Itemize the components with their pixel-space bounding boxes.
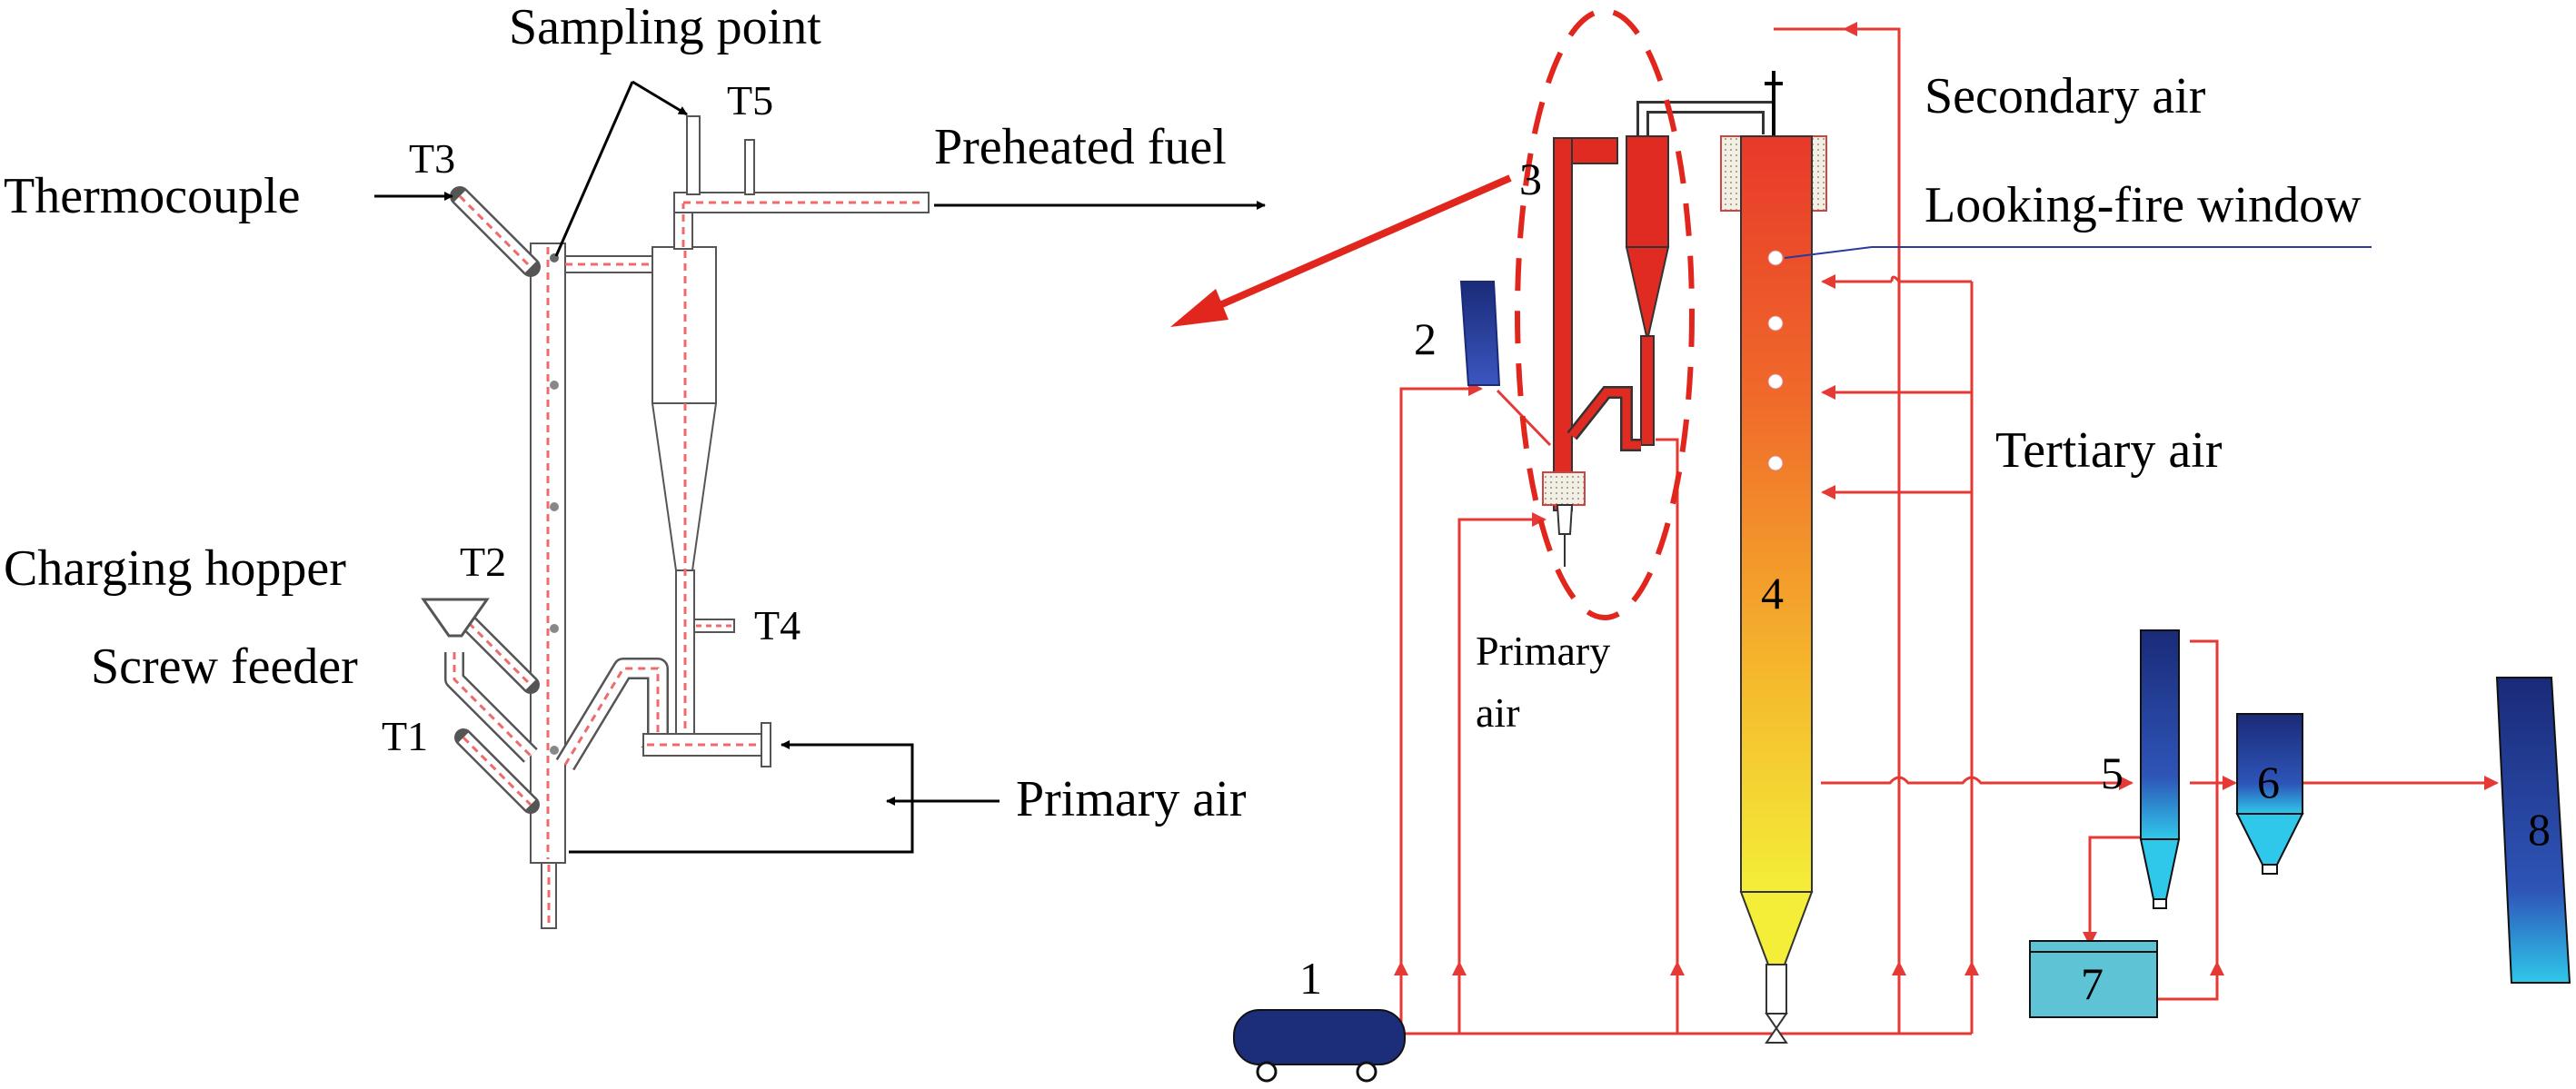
air-compressor <box>1233 1009 1406 1083</box>
coal-feeder-2 <box>1459 281 1501 386</box>
left-cyclone <box>651 246 735 735</box>
chimney-8 <box>2495 677 2571 984</box>
label-t4: T4 <box>754 602 801 648</box>
label-primary-air-left: Primary air <box>1016 771 1247 827</box>
label-t5: T5 <box>727 77 773 124</box>
t3-thermocouple-tube <box>450 186 541 277</box>
num-4: 4 <box>1761 568 1784 619</box>
screw-feeder-tube <box>444 652 538 763</box>
zoom-arrow <box>1185 174 1512 323</box>
label-sampling-point: Sampling point <box>509 0 821 55</box>
left-detail-diagram: Sampling point Thermocouple Preheated fu… <box>4 0 1266 929</box>
label-primary-air-right-1: Primary <box>1476 628 1610 674</box>
label-charging-hopper: Charging hopper <box>4 540 346 597</box>
label-primary-air-right-2: air <box>1476 689 1520 736</box>
label-screw-feeder: Screw feeder <box>91 639 358 695</box>
label-secondary-air: Secondary air <box>1925 68 2206 124</box>
label-t1: T1 <box>382 713 428 759</box>
label-t3: T3 <box>409 135 455 182</box>
num-1: 1 <box>1299 953 1322 1004</box>
num-7: 7 <box>2081 958 2104 1009</box>
primary-air-loop-line <box>569 740 914 854</box>
num-6: 6 <box>2257 757 2280 807</box>
preheated-fuel-outlet <box>673 115 930 250</box>
ash-tank-7 <box>2029 940 2158 1018</box>
label-looking-fire-window: Looking-fire window <box>1925 177 2362 233</box>
label-preheated-fuel: Preheated fuel <box>934 119 1227 175</box>
charging-hopper-shape <box>421 598 490 638</box>
combustion-furnace <box>1720 135 2372 1044</box>
preheater-highlight-ellipse <box>1515 8 1695 620</box>
t1-thermocouple-tube <box>454 728 540 814</box>
air-piping-network <box>1394 22 2499 1035</box>
bag-filter-6 <box>2235 713 2304 875</box>
right-system-diagram: 1 2 3 4 5 6 7 8 Secondary air Looking-fi… <box>1170 8 2571 1083</box>
t2-thermocouple-tube <box>451 605 540 694</box>
label-thermocouple: Thermocouple <box>4 168 301 224</box>
dust-separator-5 <box>2139 629 2181 909</box>
num-2: 2 <box>1414 313 1437 364</box>
num-3: 3 <box>1519 153 1542 204</box>
preheater-unit <box>1170 8 1695 620</box>
label-t2: T2 <box>460 539 506 585</box>
num-5: 5 <box>2101 747 2123 798</box>
num-8: 8 <box>2528 804 2551 855</box>
label-tertiary-air: Tertiary air <box>1995 422 2223 479</box>
loop-seal <box>555 658 771 771</box>
preheater-to-furnace-pipe <box>1636 71 1783 136</box>
